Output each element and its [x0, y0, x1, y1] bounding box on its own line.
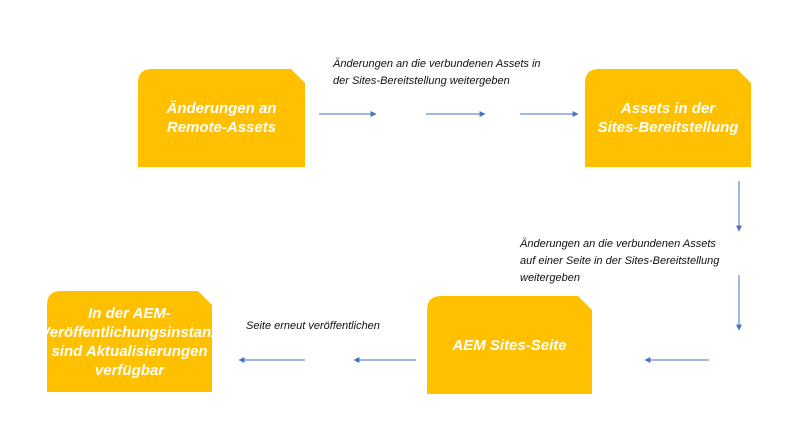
edge-label-propagate-to-page: Änderungen an die verbundenen Assets auf…: [520, 238, 720, 284]
node-publish-instance-shape: [47, 291, 212, 392]
edge-label-republish: Seite erneut veröffentlichen: [246, 320, 380, 332]
node-remote-changes-label: Änderungen an Remote-Assets: [166, 100, 277, 136]
edge-label-propagate-to-sites: Änderungen an die verbundenen Assets in …: [333, 58, 541, 87]
node-sites-page-label: AEM Sites-Seite: [452, 336, 567, 354]
node-publish-instance-label: In der AEM- Veröffentlichungsinstanz sin…: [40, 304, 219, 379]
node-sites-assets-shape: [585, 69, 751, 167]
node-sites-page-shape: [427, 296, 592, 394]
node-remote-changes-shape: [138, 69, 305, 167]
node-sites-assets-label: Assets in der Sites-Bereitstellung: [597, 100, 739, 136]
